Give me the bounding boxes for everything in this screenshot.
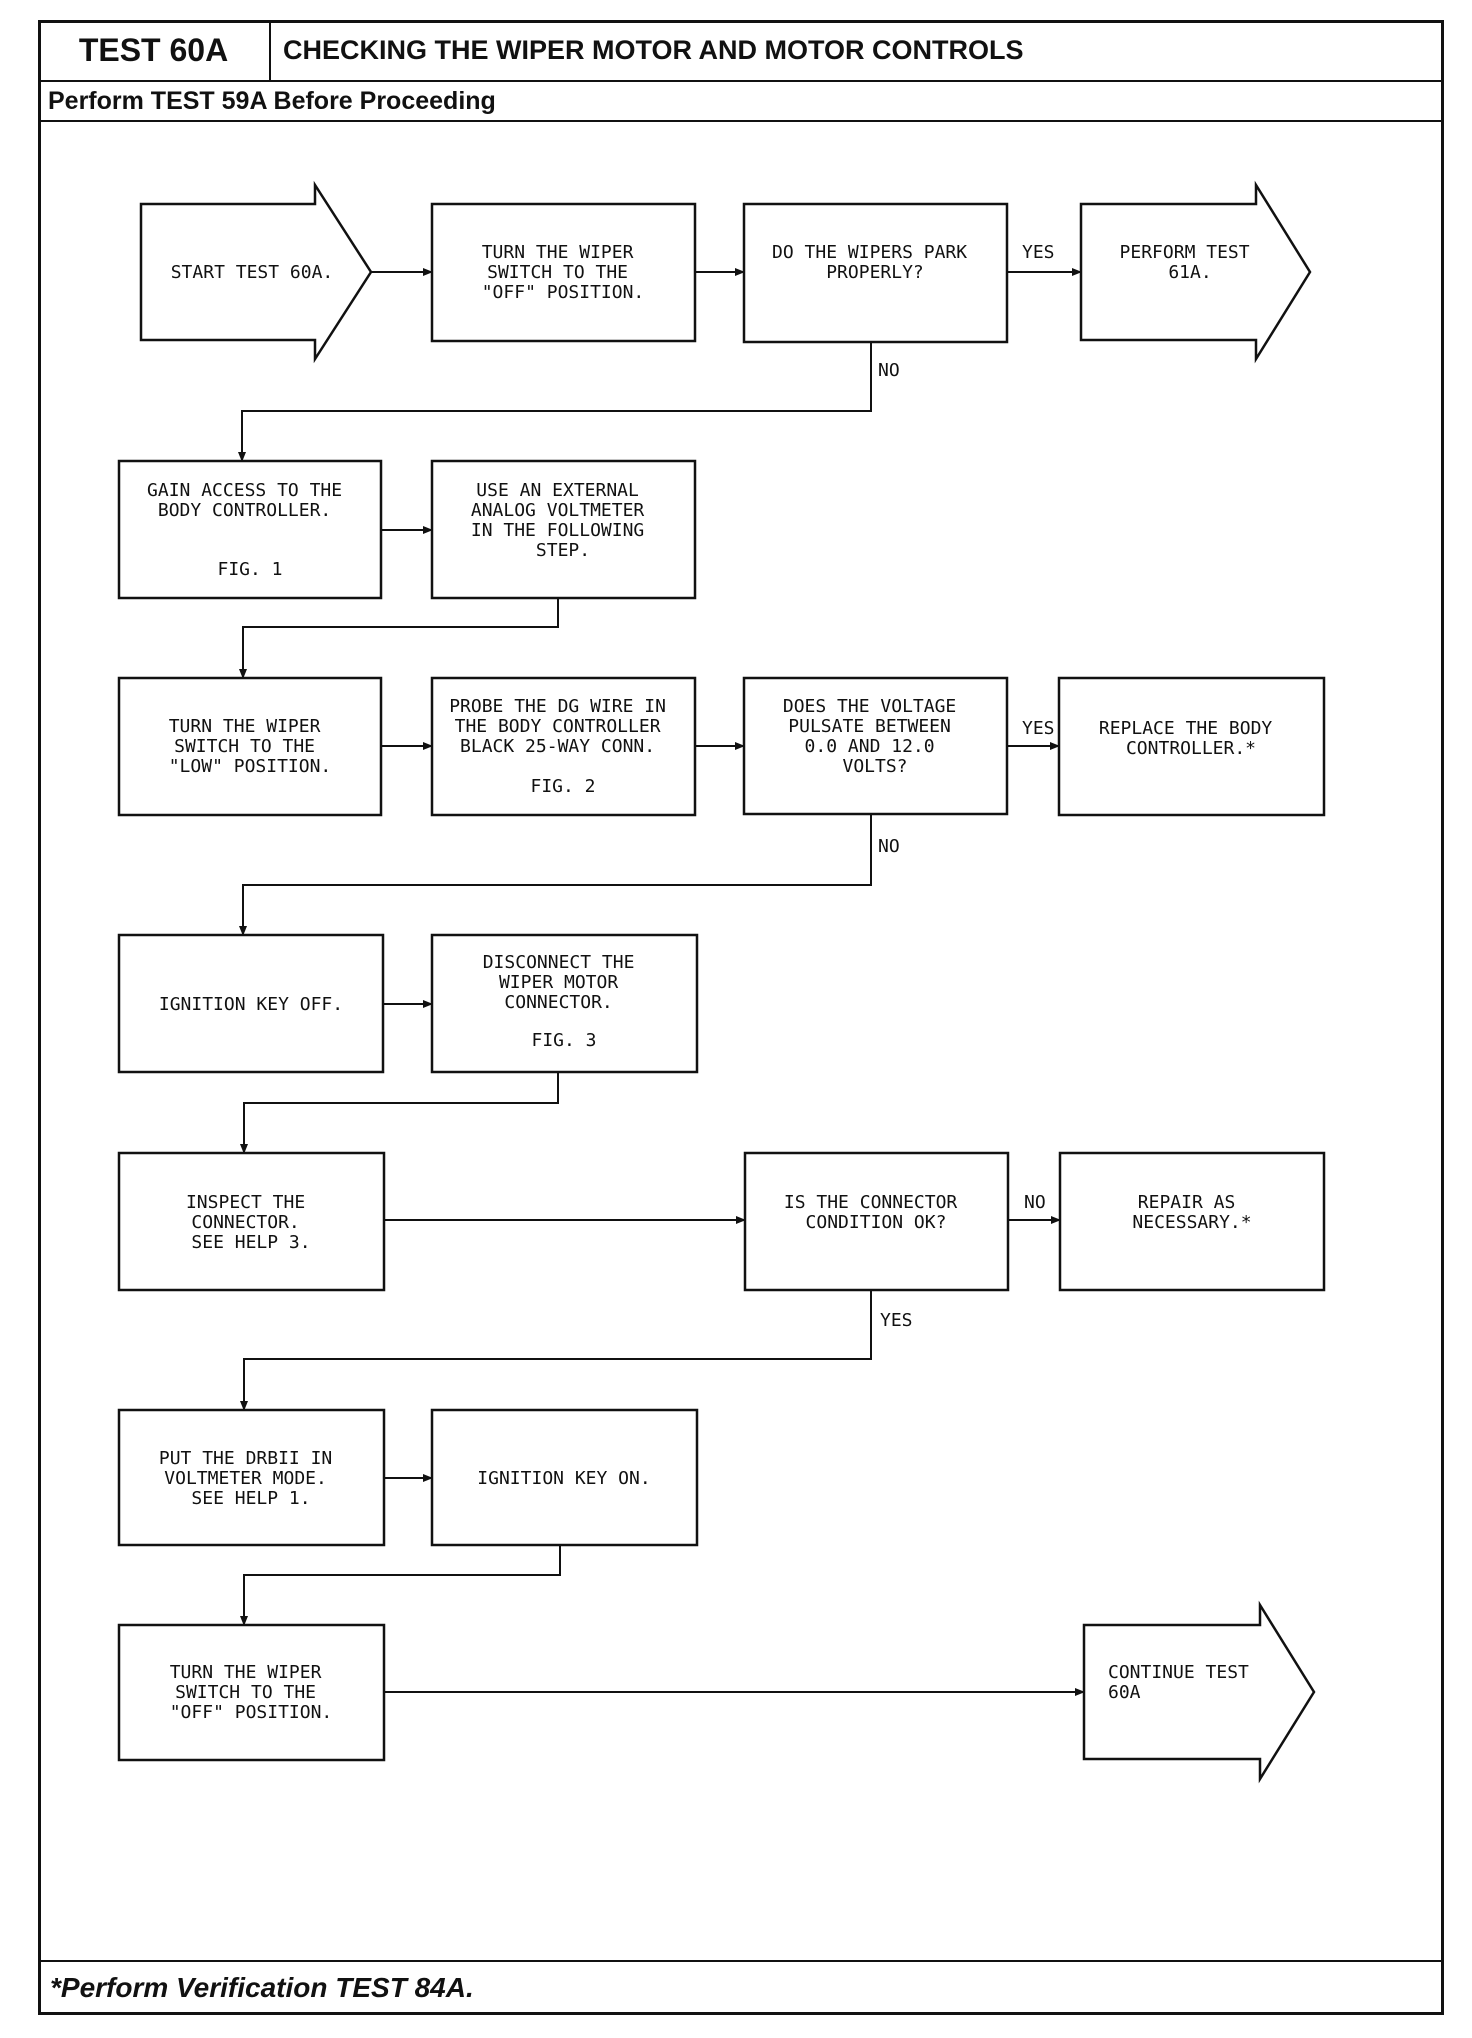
box-replace-controller-shape (1057, 676, 1326, 817)
perform-61a-arrow-shape (1079, 180, 1312, 364)
connector-park-no (238, 342, 872, 462)
perform-61a-text: PERFORM TEST 61A. (1120, 242, 1261, 283)
box-turn-off-text: TURN THE WIPER SWITCH TO THE "OFF" POSIT… (482, 242, 645, 303)
box-drbii-text: PUT THE DRBII IN VOLTMETER MODE. SEE HEL… (159, 1448, 343, 1509)
box-disconnect-text: DISCONNECT THE WIPER MOTOR CONNECTOR. FI… (483, 952, 646, 1051)
test-number: TEST 60A (38, 20, 271, 80)
box-connector-question-text: IS THE CONNECTOR CONDITION OK? (784, 1192, 968, 1233)
box-connector-question-shape (743, 1151, 1010, 1292)
box-drbii-shape (117, 1408, 386, 1547)
start-arrow-text: START TEST 60A. (171, 262, 334, 283)
box-turn-off-2-shape (117, 1623, 386, 1762)
test-title: CHECKING THE WIPER MOTOR AND MOTOR CONTR… (283, 34, 1024, 65)
label-connector-yes: YES (880, 1310, 913, 1331)
header-bar: TEST 60A CHECKING THE WIPER MOTOR AND MO… (38, 20, 1444, 82)
connector-voltmeter-to-low (239, 598, 559, 679)
continue-arrow-shape (1082, 1600, 1316, 1784)
box-repair-shape (1058, 1151, 1326, 1292)
box-park-question-shape (742, 202, 1009, 344)
box-pulsate-question-text: DOES THE VOLTAGE PULSATE BETWEEN 0.0 AND… (783, 696, 967, 777)
label-park-no: NO (878, 360, 900, 381)
prerequisite-bar: Perform TEST 59A Before Proceeding (38, 82, 1444, 122)
box-use-voltmeter-text: USE AN EXTERNAL ANALOG VOLTMETER IN THE … (471, 480, 655, 561)
start-arrow-shape (139, 180, 373, 364)
box-replace-controller-text: REPLACE THE BODY CONTROLLER.* (1099, 718, 1283, 759)
box-gain-access-shape (117, 459, 383, 600)
box-inspect-shape (117, 1151, 386, 1292)
connector-connok-yes (240, 1290, 872, 1411)
box-use-voltmeter-shape (430, 459, 697, 600)
box-park-question-text: DO THE WIPERS PARK PROPERLY? (772, 242, 978, 283)
label-pulsate-no: NO (878, 836, 900, 857)
label-pulsate-yes: YES (1022, 718, 1055, 739)
prerequisite-note: Perform TEST 59A Before Proceeding (48, 86, 496, 115)
box-repair-text: REPAIR AS NECESSARY.* (1132, 1192, 1251, 1233)
box-gain-access-text: GAIN ACCESS TO THE BODY CONTROLLER. FIG.… (147, 480, 353, 580)
box-ignition-on-shape (430, 1408, 699, 1547)
box-probe-dg-text: PROBE THE DG WIRE IN THE BODY CONTROLLER… (449, 696, 677, 797)
box-inspect-text: INSPECT THE CONNECTOR. SEE HELP 3. (186, 1192, 316, 1253)
box-probe-dg-shape (430, 676, 697, 817)
label-connector-no: NO (1024, 1192, 1046, 1213)
box-ignition-off-shape (117, 933, 385, 1074)
box-ignition-on-text: IGNITION KEY ON. (477, 1468, 650, 1489)
box-turn-off-shape (430, 202, 697, 343)
box-turn-low-text: TURN THE WIPER SWITCH TO THE "LOW" POSIT… (169, 716, 332, 777)
verification-note: *Perform Verification TEST 84A. (50, 1972, 474, 2003)
footer-bar: *Perform Verification TEST 84A. (38, 1960, 1444, 2015)
box-turn-off-2-text: TURN THE WIPER SWITCH TO THE "OFF" POSIT… (170, 1662, 333, 1723)
continue-arrow-text: CONTINUE TEST 60A (1108, 1662, 1260, 1703)
connector-pulsate-no (239, 814, 872, 936)
box-ignition-off-text: IGNITION KEY OFF. (159, 994, 343, 1015)
connector-ignon-to-turnoff2 (240, 1545, 561, 1626)
box-turn-low-shape (117, 676, 383, 817)
connector-disconnect-to-inspect (240, 1072, 559, 1154)
label-park-yes: YES (1022, 242, 1055, 263)
box-pulsate-question-shape (742, 676, 1009, 816)
page-frame (38, 20, 1444, 2015)
box-disconnect-shape (430, 933, 699, 1074)
